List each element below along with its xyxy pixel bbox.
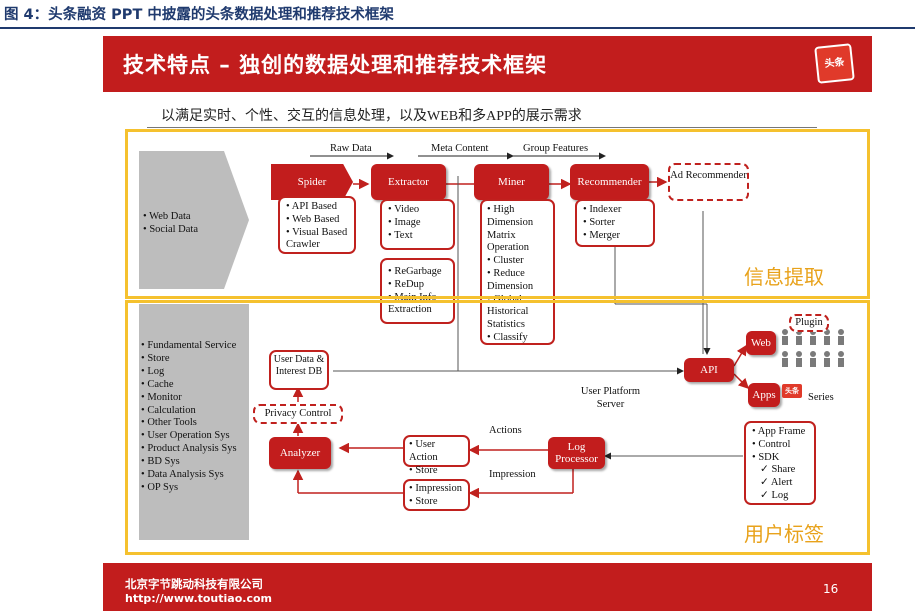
source-list: • Web Data • Social Data [143,211,198,237]
user-tag-frame [125,300,870,555]
api-module: API [684,358,734,382]
analyzer-module: Analyzer [269,437,331,469]
service-item: • Log [141,365,165,377]
privacy-control: Privacy Control [253,404,343,424]
spider-items: • API Based • Web Based • Visual Based C… [278,196,356,254]
user-platform-server-label: User Platform Server [580,386,641,410]
raw-data-label: Raw Data [330,143,372,154]
log-processor-module: Log Processor [548,437,605,469]
extractor-item: • Video [388,204,420,215]
service-item: • Fundamental Service [141,340,237,351]
cleanup-item: • ReDup [388,278,425,290]
recommender-item: • Sorter [583,216,615,228]
extractor-item: • Image [388,216,421,228]
service-item: • User Operation Sys [141,430,230,442]
service-item: • Calculation [141,404,196,416]
slide-footer [103,563,872,611]
apps-module: Apps [748,383,780,407]
cleanup-item: • ReGarbage [388,266,442,277]
page-number: 16 [823,582,839,596]
recommender-items: • Indexer • Sorter • Merger [575,199,655,247]
sdk-check-item: ✓ Log [760,489,789,501]
service-item: • OP Sys [141,481,179,493]
subtitle-rule [147,127,817,128]
slide: 技术特点 – 独创的数据处理和推荐技术框架 头条 以满足实时、个性、交互的信息处… [103,36,872,611]
slide-title: 技术特点 – 独创的数据处理和推荐技术框架 [123,53,548,77]
recommender-item: • Indexer [583,204,622,215]
spider-item: • Visual Based Crawler [286,226,348,251]
store-item: • Impression [409,483,462,494]
extractor-module: Extractor [371,164,446,200]
extractor-item: • Text [388,229,413,241]
series-label: Series [808,392,834,403]
caption-rule [0,27,915,29]
services-list: • Fundamental Service • Store • Log • Ca… [141,340,237,495]
extractor-items: • Video • Image • Text [380,199,455,250]
recommender-module: Recommender [570,164,649,200]
user-tag-label: 用户标签 [744,522,824,546]
data-source-arrow [139,151,249,289]
impression-label: Impression [489,469,536,480]
miner-item: • Global Historical Statistics [487,293,529,331]
footer-company: 北京字节跳动科技有限公司 [125,577,263,591]
source-item: • Web Data [143,211,191,222]
spider-item: • API Based [286,201,337,212]
store-item: • User Action [409,439,438,463]
flow-connectors [292,152,750,499]
miner-item: • High Dimension Matrix Operation [487,204,534,254]
sdk-item: • SDK [752,451,780,463]
sdk-item: • Control [752,438,791,450]
service-item: • Store [141,352,170,364]
service-item: • Data Analysis Sys [141,469,224,481]
info-extraction-frame [125,129,870,299]
spider-module: Spider [271,164,353,200]
slide-header [103,36,872,92]
info-extraction-label: 信息提取 [744,265,824,289]
source-item: • Social Data [143,223,199,235]
user-action-store: • User Action • Store [403,435,470,476]
toutiao-tag: 头条 [782,384,802,398]
miner-items: • High Dimension Matrix Operation • Clus… [480,199,555,345]
recommender-item: • Merger [583,229,621,241]
service-item: • Other Tools [141,417,197,429]
ad-recommender: Ad Recommender [668,163,749,201]
miner-item: • Classify [487,331,528,343]
store-item: • Store [409,495,438,507]
meta-content-label: Meta Content [431,143,489,154]
service-item: • BD Sys [141,456,180,468]
miner-item: • Cluster [487,255,524,267]
service-item: • Product Analysis Sys [141,443,237,455]
services-panel [139,304,249,540]
plugin-box: Plugin [789,314,829,332]
extractor-cleanup: • ReGarbage • ReDup • Main Info Extracti… [380,258,455,324]
users-crowd-icon [782,329,844,367]
slide-subtitle: 以满足实时、个性、交互的信息处理，以及WEB和多APP的展示需求 [161,109,582,124]
service-item: • Cache [141,378,174,390]
spider-item: • Web Based [286,213,340,225]
user-data-db: User Data & Interest DB [269,350,329,390]
store-item: • Store [409,464,438,476]
sdk-item: • App Frame [752,426,806,437]
group-features-label: Group Features [523,143,589,154]
miner-module: Miner [474,164,549,200]
web-module: Web [746,331,776,355]
sdk-check-item: ✓ Share [760,464,796,476]
figure-caption: 图 4：头条融资 PPT 中披露的头条数据处理和推荐技术框架 [4,7,394,23]
impression-store: • Impression • Store [403,479,470,511]
sdk-box: • App Frame • Control • SDK ✓ Share ✓ Al… [744,421,816,505]
footer-url: http://www.toutiao.com [125,592,272,605]
miner-item: • Reduce Dimension [487,267,534,292]
service-item: • Monitor [141,391,182,403]
actions-label: Actions [489,425,522,436]
sdk-check-item: ✓ Alert [760,477,793,489]
